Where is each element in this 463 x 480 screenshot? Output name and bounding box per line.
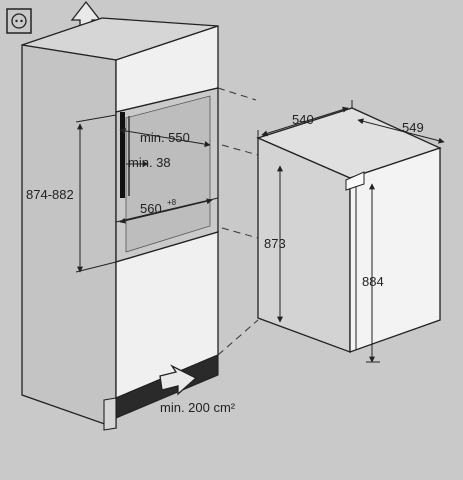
min-depth-line [119,127,211,148]
min-depth-label: min. 550 [140,130,190,145]
socket-icon [6,8,32,34]
appliance-width-line [261,106,349,137]
projection-lines [217,87,259,356]
niche-width-label: 560 [140,201,162,216]
total-height-label: 884 [362,274,384,289]
niche-width-line [119,198,213,224]
vent-arrow-in-icon [159,364,198,396]
kitchen-cabinet [21,17,219,431]
body-height-label: 873 [264,236,286,251]
appliance-width-label: 540 [292,112,314,127]
niche-width-tolerance: +8 [167,198,177,207]
appliance-depth-label: 549 [402,120,424,135]
ventilation-label: min. 200 cm² [160,400,236,415]
appliance-depth-line [357,118,445,144]
niche-height-label: 874-882 [26,187,74,202]
min-gap-label: min. 38 [128,155,171,170]
fridge-appliance [256,107,442,353]
